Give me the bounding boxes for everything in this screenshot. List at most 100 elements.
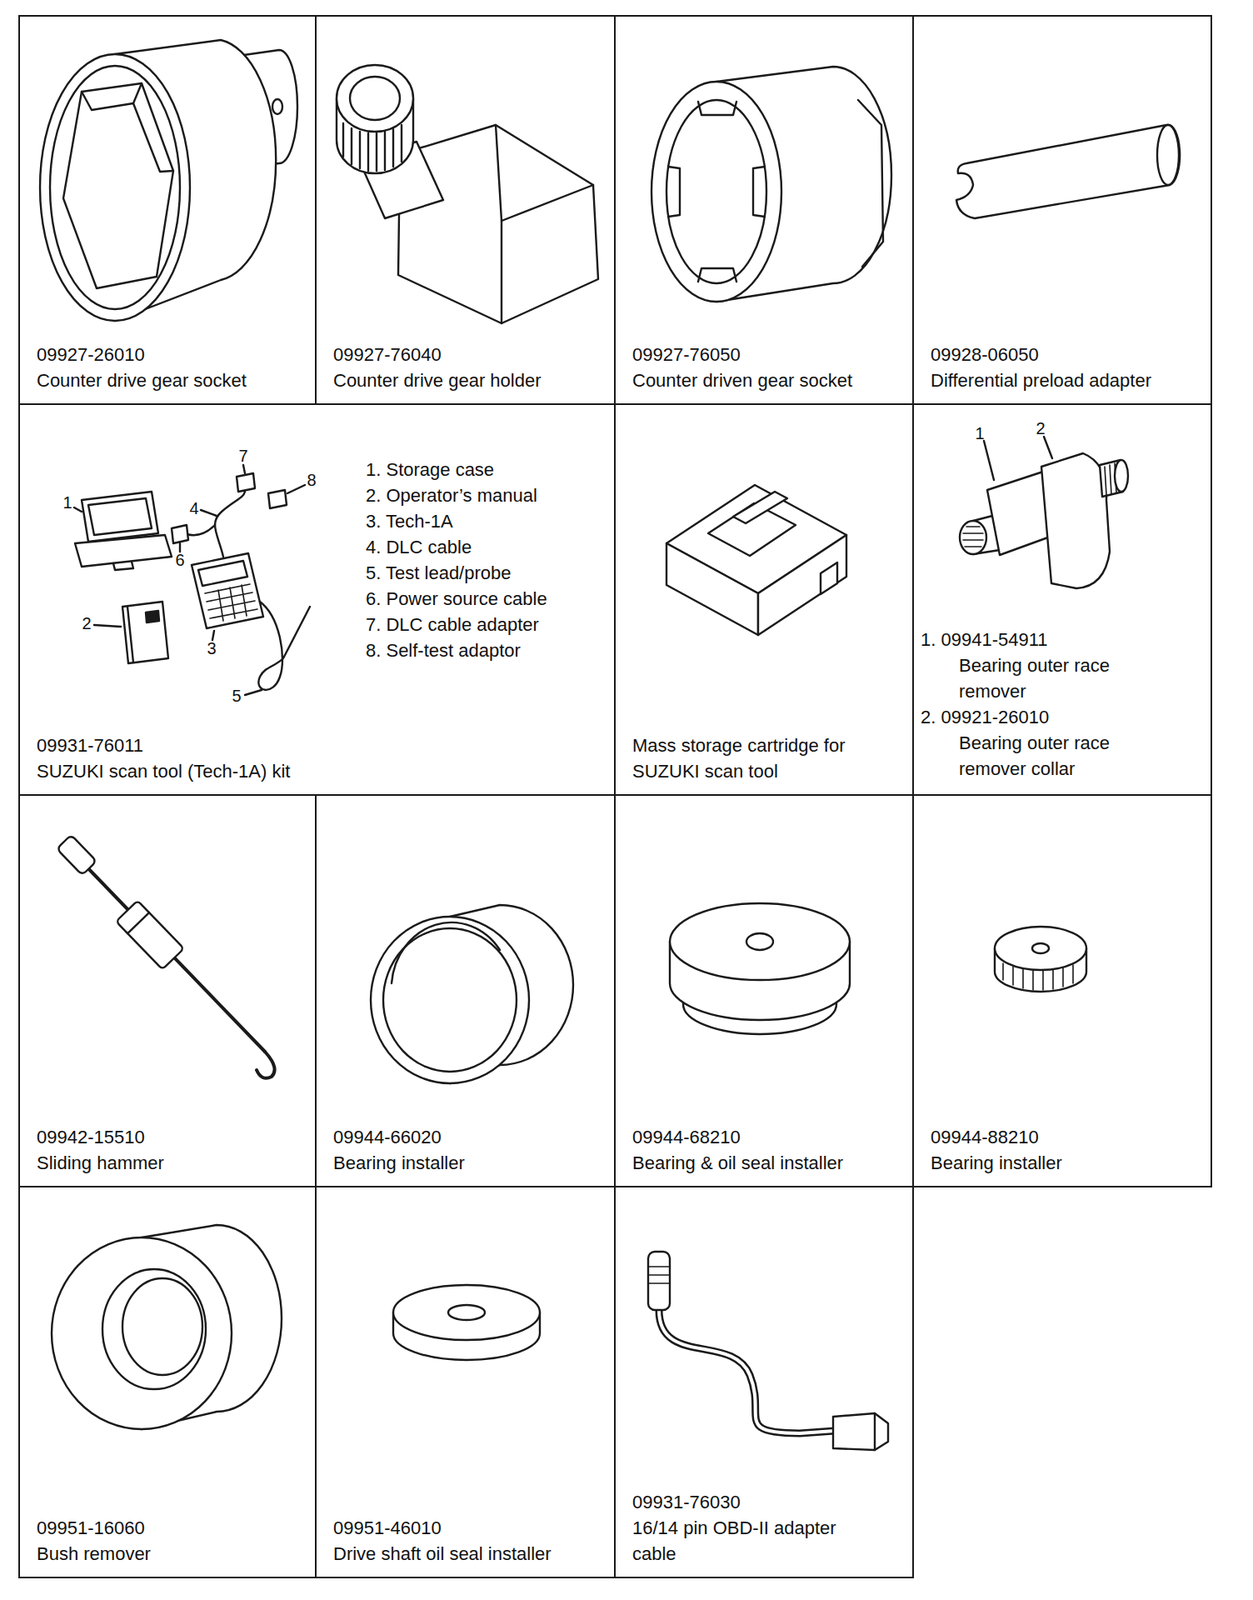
tool-text: Differential preload adapter bbox=[930, 367, 1196, 394]
gear-holder-drawing-part bbox=[359, 131, 361, 169]
tool-cell: 1. Storage case2. Operator’s manual3. Te… bbox=[18, 403, 616, 796]
tool-text: Bearing installer bbox=[930, 1149, 1196, 1176]
gear-holder-drawing-part bbox=[375, 133, 378, 171]
tool-text: 16/14 pin OBD-II adapter cable bbox=[632, 1514, 866, 1567]
scan-tool-kit-drawing-part bbox=[287, 484, 305, 494]
sliding-hammer-drawing-part bbox=[115, 900, 184, 970]
text-group: 09931-7603016/14 pin OBD-II adapter cabl… bbox=[632, 1488, 866, 1567]
scan-tool-kit-drawing-part bbox=[145, 610, 160, 623]
gear-holder-drawing-part bbox=[495, 124, 594, 221]
tool-cell: 09927-26010Counter drive gear socket bbox=[18, 14, 317, 405]
scan-tool-kit-drawing-part bbox=[244, 689, 262, 695]
shaft-seal-installer-drawing-part bbox=[448, 1304, 485, 1320]
driven-socket-drawing-part bbox=[698, 268, 737, 282]
seal-installer-drawing-part bbox=[669, 903, 850, 980]
scan-tool-kit-drawing-part bbox=[268, 489, 287, 509]
scan-tool-kit-drawing-part bbox=[186, 524, 215, 535]
tool-text: 09931-76011 bbox=[36, 732, 587, 759]
tool-text: 8. Self-test adaptor bbox=[365, 637, 608, 664]
text-group: 09944-88210Bearing installer bbox=[930, 1123, 1196, 1176]
sliding-hammer-drawing bbox=[56, 834, 275, 1079]
scan-tool-kit-drawing-part bbox=[171, 524, 189, 544]
scan-tool-kit-drawing-part bbox=[81, 491, 159, 542]
bush-remover-drawing-part bbox=[51, 1237, 232, 1429]
driven-socket-drawing-part bbox=[666, 99, 767, 284]
obd-cable-drawing-part bbox=[648, 1266, 670, 1283]
seal-installer-drawing bbox=[669, 903, 850, 1034]
obd-cable-drawing-part bbox=[833, 1412, 889, 1450]
scan-tool-kit-drawing-part bbox=[243, 464, 245, 474]
obd-cable-drawing-part bbox=[873, 1412, 876, 1450]
preload-adapter-drawing-part bbox=[956, 124, 1180, 219]
scan-tool-kit-drawing-part bbox=[74, 534, 172, 567]
tool-text: 1. Storage case bbox=[365, 456, 608, 483]
obd-cable-drawing-part bbox=[658, 1309, 835, 1433]
callout-number: 6 bbox=[174, 550, 185, 570]
driven-socket-drawing-part bbox=[668, 166, 680, 217]
socket-drawing-part bbox=[272, 99, 283, 115]
tool-illustrations-part bbox=[39, 39, 1180, 1450]
text-group: 09927-76040Counter drive gear holder bbox=[333, 341, 600, 394]
tool-text: 2. Operator’s manual bbox=[365, 482, 608, 509]
tool-text: 09928-06050 bbox=[930, 341, 1196, 368]
race-remover-drawing-part bbox=[1043, 436, 1053, 459]
tool-text: 4. DLC cable bbox=[365, 534, 608, 560]
text-group: 09928-06050Differential preload adapter bbox=[930, 341, 1196, 394]
sliding-hammer-drawing-part bbox=[56, 834, 97, 875]
tool-cell: 09942-15510Sliding hammer bbox=[18, 793, 317, 1188]
tool-cell: 09928-06050Differential preload adapter bbox=[912, 14, 1213, 405]
sliding-hammer-drawing-part-part bbox=[56, 834, 97, 875]
driven-socket-drawing-part bbox=[651, 81, 782, 302]
tool-cell: 09944-68210Bearing & oil seal installer bbox=[614, 793, 914, 1188]
tool-text: 09944-88210 bbox=[930, 1123, 1196, 1150]
cartridge-drawing-part bbox=[820, 562, 838, 595]
tool-text: 09951-46010 bbox=[333, 1514, 600, 1541]
text-group: 09942-15510Sliding hammer bbox=[36, 1123, 300, 1176]
gear-holder-drawing-part bbox=[384, 131, 386, 170]
socket-drawing-part bbox=[81, 83, 142, 110]
small-installer-drawing-part bbox=[994, 926, 1087, 970]
gear-holder-drawing-part bbox=[398, 124, 599, 324]
tool-text: Sliding hammer bbox=[36, 1149, 300, 1176]
tool-text: Counter drive gear socket bbox=[36, 367, 300, 394]
preload-adapter-drawing-part bbox=[1157, 124, 1179, 185]
tool-text: 09927-76050 bbox=[632, 341, 898, 368]
small-installer-drawing-part bbox=[1032, 943, 1049, 954]
driven-socket-drawing bbox=[651, 66, 892, 302]
tool-text: 09931-76030 bbox=[632, 1488, 866, 1515]
tool-cell: Mass storage cartridge for SUZUKI scan t… bbox=[614, 403, 914, 796]
scan-tool-kit-drawing-part bbox=[204, 584, 258, 621]
scan-tool-kit-drawing-part bbox=[88, 498, 152, 535]
scan-tool-kit-drawing-part bbox=[74, 507, 82, 512]
scan-tool-kit-drawing-part bbox=[179, 543, 181, 552]
callout-number: 3 bbox=[206, 638, 216, 658]
race-remover-drawing bbox=[959, 436, 1129, 589]
seal-installer-drawing-part bbox=[746, 933, 774, 950]
tool-text: 1. 09941-54911 Bearing outer race remove… bbox=[920, 626, 1114, 704]
tool-text: 09927-26010 bbox=[36, 341, 300, 368]
tool-text: Mass storage cartridge for SUZUKI scan t… bbox=[632, 732, 898, 784]
driven-socket-drawing-part bbox=[753, 166, 765, 217]
text-group: 09927-26010Counter drive gear socket bbox=[36, 341, 300, 394]
scan-tool-kit-drawing-part bbox=[236, 473, 255, 492]
race-remover-drawing-part bbox=[963, 526, 984, 547]
socket-drawing-part bbox=[63, 83, 174, 289]
bearing-installer-ring-drawing-part bbox=[391, 922, 500, 984]
socket-drawing bbox=[39, 39, 298, 321]
scan-tool-kit-drawing-part bbox=[191, 553, 264, 629]
text-group: 09944-66020Bearing installer bbox=[333, 1123, 600, 1176]
gear-holder-drawing-part bbox=[392, 129, 395, 167]
tool-text: SUZUKI scan tool (Tech-1A) kit bbox=[36, 758, 587, 784]
cartridge-drawing-part bbox=[666, 543, 759, 635]
tool-text: Bearing & oil seal installer bbox=[632, 1149, 898, 1176]
tool-text: 6. Power source cable bbox=[365, 585, 608, 612]
text-group: 09951-16060Bush remover bbox=[36, 1514, 300, 1567]
callout-number: 5 bbox=[231, 686, 241, 705]
sliding-hammer-drawing-part-part bbox=[115, 900, 184, 970]
tool-cell: 09931-7603016/14 pin OBD-II adapter cabl… bbox=[614, 1185, 914, 1578]
tool-text: Counter driven gear socket bbox=[632, 367, 898, 394]
text-group: 09927-76050Counter driven gear socket bbox=[632, 341, 898, 394]
scan-tool-kit-drawing-part bbox=[127, 606, 134, 663]
scan-tool-kit-drawing-part bbox=[200, 509, 217, 516]
